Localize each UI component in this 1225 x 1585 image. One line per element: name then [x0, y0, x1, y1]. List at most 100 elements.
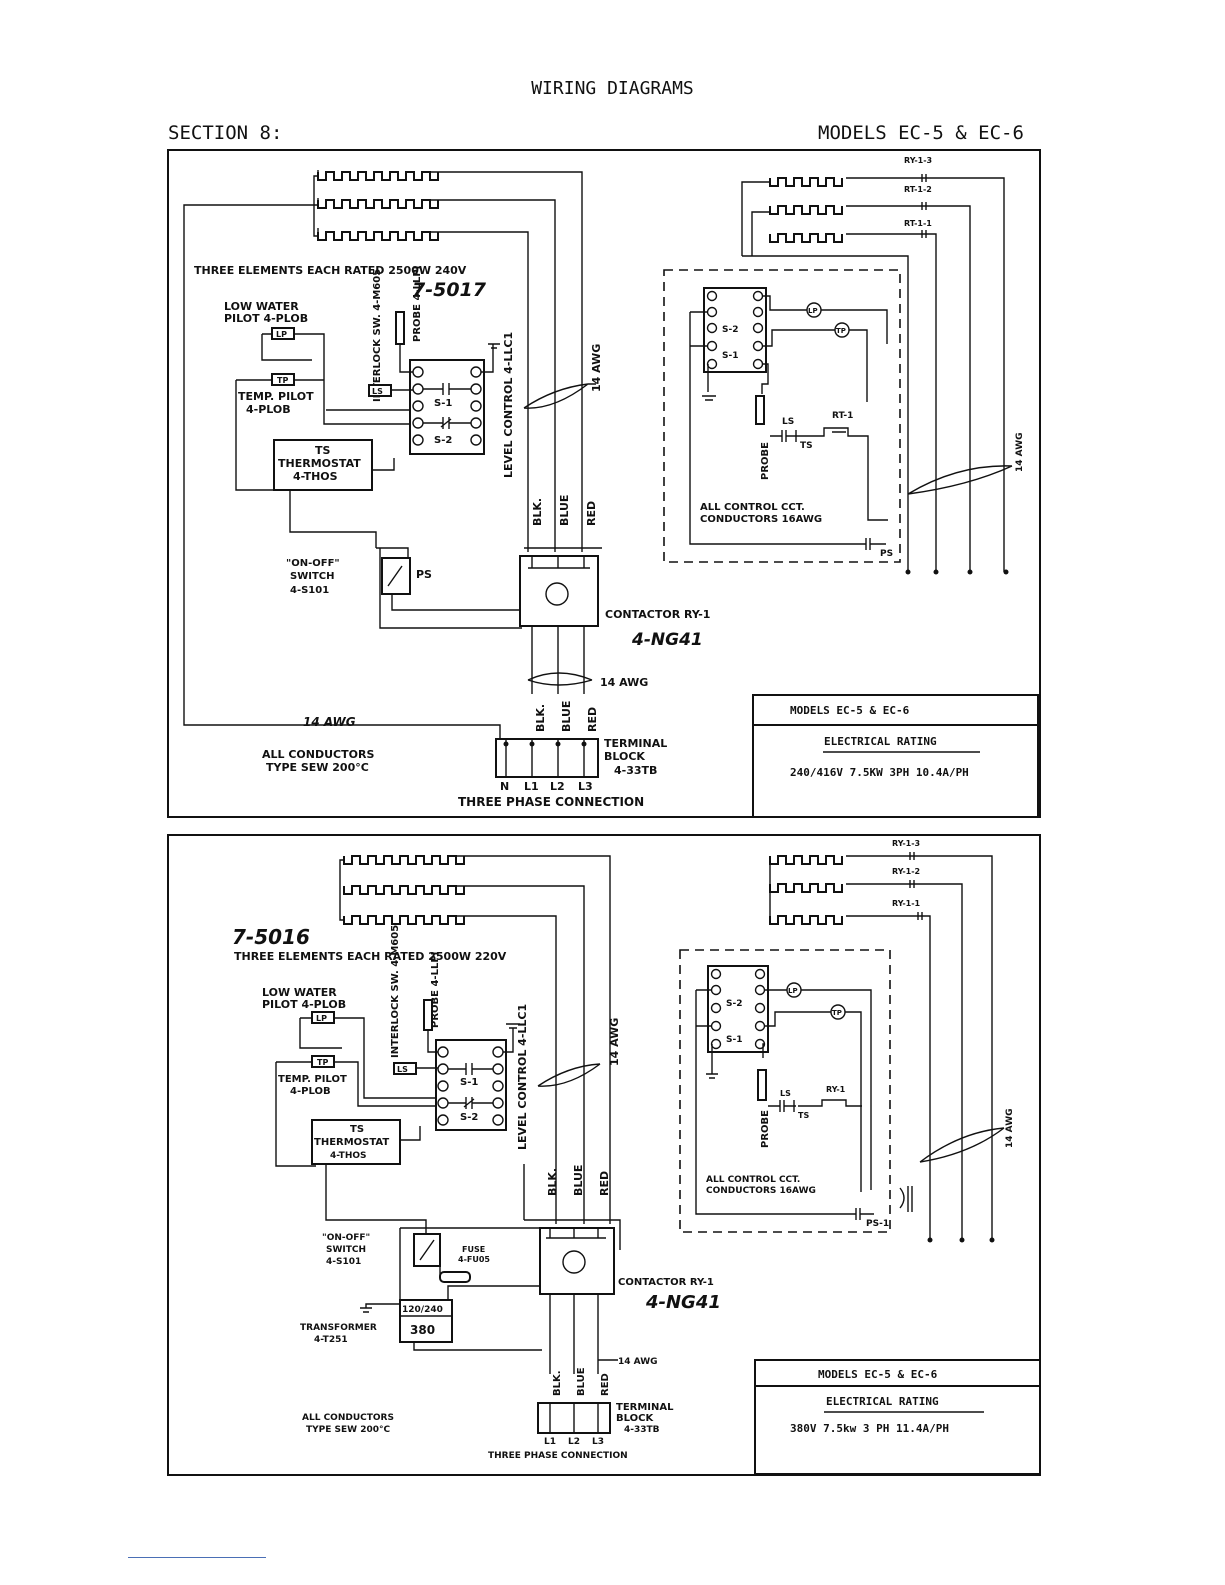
bottom-contactor-label: CONTACTOR RY-1	[618, 1277, 714, 1288]
top-s2-label: S-2	[434, 435, 452, 446]
bottom-fuse	[439, 1271, 471, 1283]
bottom-awg-vertical: 14 AWG	[608, 1018, 621, 1066]
top-wire-blk: BLK.	[531, 498, 544, 526]
top-elements-label: THREE ELEMENTS EACH RATED 2500W 240V	[194, 264, 467, 277]
bottom-terminal-l1: L1	[544, 1437, 556, 1447]
section-label: SECTION 8:	[168, 122, 283, 144]
top-lower-red: RED	[586, 707, 599, 732]
bottom-switch-label-1: "ON-OFF"	[322, 1233, 370, 1243]
bottom-terminal-l3: L3	[592, 1437, 604, 1447]
top-relay-label-1: RT-1-1	[904, 219, 932, 228]
top-drawing-number: 7-5017	[412, 279, 487, 301]
top-wire-blue: BLUE	[558, 495, 571, 526]
top-s1-label: S-1	[434, 398, 452, 409]
bottom-thermostat-part: 4-THOS	[330, 1151, 366, 1161]
top-switch-label-3: 4-S101	[290, 585, 329, 596]
top-terminal-l1: L1	[524, 780, 539, 793]
top-ctrl-note-2: CONDUCTORS 16AWG	[700, 514, 822, 525]
top-rating-box	[752, 694, 1039, 818]
bottom-level-control-terminals	[437, 1046, 504, 1126]
bottom-control-circuit-box	[679, 949, 891, 1233]
bottom-lower-blk: BLK.	[552, 1370, 563, 1396]
top-lower-blk: BLK.	[534, 704, 547, 732]
top-rating-model: MODELS EC-5 & EC-6	[790, 704, 910, 717]
footer-rule	[128, 1557, 266, 1558]
top-contactor-label: CONTACTOR RY-1	[605, 608, 710, 621]
bottom-ctrl-ps: PS-1	[866, 1219, 889, 1229]
top-ctrl-note-1: ALL CONTROL CCT.	[700, 502, 805, 513]
top-ls-text: LS	[372, 387, 383, 396]
bottom-ctrl-probe-label: PROBE	[760, 1110, 771, 1148]
bottom-rating-model: MODELS EC-5 & EC-6	[818, 1368, 938, 1381]
top-awg-lower: 14 AWG	[600, 676, 648, 689]
top-rating-heading: ELECTRICAL RATING	[824, 735, 937, 748]
top-relay-label-2: RT-1-2	[904, 185, 932, 194]
top-diagram-frame	[167, 149, 1041, 818]
top-all-conductors-2: TYPE SEW 200°C	[266, 761, 369, 774]
bottom-transformer-box	[399, 1299, 453, 1343]
top-ctrl-ps: PS	[880, 549, 893, 559]
top-low-water-label-1: LOW WATER	[224, 300, 299, 313]
bottom-level-control-label: LEVEL CONTROL 4-LLC1	[516, 1004, 529, 1150]
top-temp-pilot-label-1: TEMP. PILOT	[238, 390, 314, 403]
top-wire-red: RED	[585, 501, 598, 526]
top-heating-elements	[183, 170, 583, 739]
bottom-ctrl-probe	[757, 1069, 767, 1101]
top-awg-right: 14 AWG	[1015, 432, 1025, 472]
bottom-control-block	[707, 965, 769, 1053]
top-level-control-label: LEVEL CONTROL 4-LLC1	[502, 332, 515, 478]
bottom-terminal-l2: L2	[568, 1437, 580, 1447]
top-ctrl-probe	[755, 395, 765, 425]
top-on-off-switch	[381, 557, 411, 595]
top-ctrl-s1: S-1	[722, 351, 738, 361]
bottom-all-conductors-1: ALL CONDUCTORS	[302, 1413, 394, 1423]
bottom-low-water-label-2: PILOT 4-PLOB	[262, 998, 346, 1011]
top-ctrl-probe-label: PROBE	[760, 442, 771, 480]
top-low-water-label-2: PILOT 4-PLOB	[224, 312, 308, 325]
top-terminal-label-2: BLOCK	[604, 750, 645, 763]
bottom-drawing-number: 7-5016	[232, 925, 310, 949]
top-thermostat-name: THERMOSTAT	[278, 457, 361, 470]
bottom-ctrl-ls: LS	[780, 1089, 791, 1098]
top-ctrl-tp: TP	[836, 327, 846, 335]
bottom-fuse-label-1: FUSE	[462, 1245, 485, 1254]
bottom-wire-blue: BLUE	[572, 1165, 585, 1196]
top-temp-pilot-label-2: 4-PLOB	[246, 403, 291, 416]
bottom-diagram-frame	[167, 834, 1041, 1476]
page-title: WIRING DIAGRAMS	[531, 78, 694, 99]
bottom-awg-lower: 14 AWG	[618, 1357, 658, 1367]
bottom-rating-value: 380V 7.5kw 3 PH 11.4A/PH	[790, 1422, 949, 1435]
bottom-interlock-label: INTERLOCK SW. 4-M605	[390, 925, 401, 1058]
bottom-terminal-label-2: BLOCK	[616, 1413, 654, 1424]
top-switch-label-1: "ON-OFF"	[286, 558, 340, 569]
top-awg-left: 14 AWG	[303, 715, 356, 729]
top-ctrl-lp: LP	[808, 307, 818, 315]
bottom-ctrl-tp: TP	[832, 1009, 842, 1017]
bottom-rating-box	[754, 1359, 1041, 1475]
bottom-transformer-v2: 380	[410, 1323, 435, 1337]
bottom-heating-elements	[339, 855, 611, 1224]
bottom-relay-label-2: RY-1-2	[892, 867, 920, 876]
bottom-wire-red: RED	[598, 1171, 611, 1196]
bottom-relay-label-3: RY-1-3	[892, 839, 920, 848]
bottom-transformer-label-1: TRANSFORMER	[300, 1323, 377, 1333]
top-all-conductors-1: ALL CONDUCTORS	[262, 748, 374, 761]
bottom-switch-label-3: 4-S101	[326, 1257, 361, 1267]
bottom-relay-label-1: RY-1-1	[892, 899, 921, 908]
top-terminal-n: N	[500, 780, 509, 793]
top-thermostat-box	[273, 439, 373, 491]
top-terminal-l3: L3	[578, 780, 593, 793]
top-ctrl-ts: TS	[800, 441, 813, 451]
bottom-ctrl-lp: LP	[788, 987, 798, 995]
top-interlock-label: INTERLOCK SW. 4-M605	[372, 269, 383, 402]
bottom-thermostat-name: THERMOSTAT	[314, 1137, 389, 1148]
bottom-temp-pilot-label-2: 4-PLOB	[290, 1086, 331, 1097]
top-ctrl-s2: S-2	[722, 325, 738, 335]
top-control-block	[703, 287, 767, 373]
top-wiring-diagram: THREE ELEMENTS EACH RATED 2500W 240V 7-5…	[167, 149, 1041, 818]
top-switch-label-2: SWITCH	[290, 571, 334, 582]
top-ctrl-ls: LS	[782, 417, 794, 427]
bottom-contactor-part: 4-NG41	[645, 1292, 721, 1313]
bottom-thermostat-ts: TS	[350, 1124, 364, 1135]
bottom-contactor-box	[539, 1227, 615, 1295]
